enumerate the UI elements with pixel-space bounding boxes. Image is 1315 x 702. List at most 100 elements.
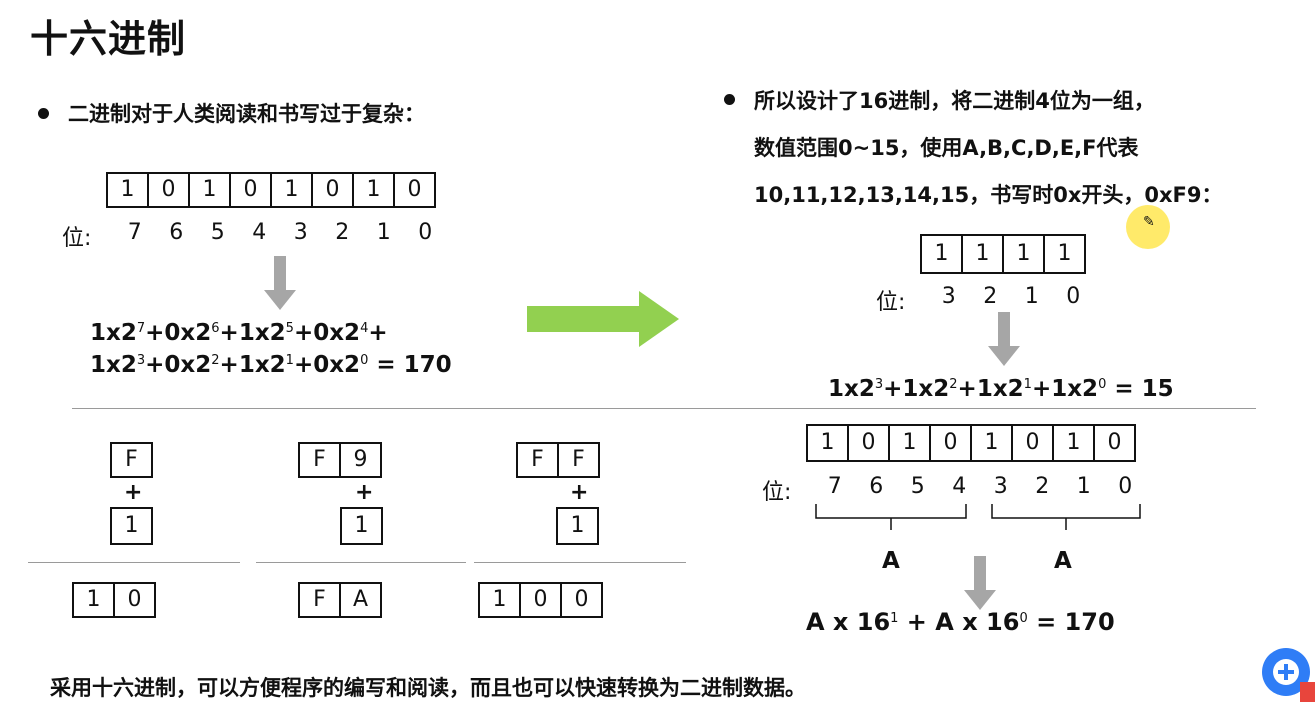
- formula-operator: +: [219, 352, 239, 378]
- formula-coef: 1x2: [238, 352, 286, 378]
- bit-position: 3: [993, 474, 1008, 499]
- formula-exponent: 0: [360, 353, 369, 368]
- hex-digit-box: 9: [339, 442, 382, 478]
- bit-box: 1: [888, 424, 931, 462]
- plus-sign: +: [570, 480, 589, 505]
- formula-coef: 0x2: [313, 320, 361, 346]
- bit-box: 0: [929, 424, 972, 462]
- bit-position: 4: [252, 220, 267, 245]
- formula-exponent: 1: [285, 353, 294, 368]
- bit-box: 1: [106, 172, 149, 208]
- bit-position: 4: [952, 474, 967, 499]
- formula-exponent: 5: [285, 321, 294, 336]
- bit-box: 1: [970, 424, 1013, 462]
- formula-operator: +: [293, 352, 314, 378]
- formula-coef: 1x2: [238, 320, 286, 346]
- formula-exponent: 6: [211, 321, 220, 336]
- formula-coef: 0x2: [164, 352, 212, 378]
- bit-position: 0: [418, 220, 433, 245]
- formula-exponent: 2: [949, 377, 958, 392]
- right-bullet-line-2: 数值范围0~15，使用A,B,C,D,E,F代表: [754, 136, 1139, 160]
- bit-box: 0: [1011, 424, 1054, 462]
- plus-sign: +: [124, 480, 143, 505]
- right-bullet-line-3: 10,11,12,13,14,15，书写时0x开头，0xF9：: [754, 183, 1223, 207]
- position-label: 位:: [876, 290, 906, 315]
- formula-exponent: 7: [136, 321, 146, 336]
- bit-position: 1: [1076, 474, 1091, 499]
- bit-position: 2: [1035, 474, 1050, 499]
- formula-coef: 1x2: [902, 376, 950, 402]
- hex-digit-boxes: F: [110, 442, 153, 478]
- formula-exponent: 0: [1098, 377, 1107, 392]
- hex-digit-box: 1: [478, 582, 521, 618]
- hex-digit-box: F: [516, 442, 559, 478]
- formula-operator: +: [1031, 376, 1052, 402]
- formula-coef: 1x2: [828, 376, 875, 402]
- footer-text: 采用十六进制，可以方便程序的编写和阅读，而且也可以快速转换为二进制数据。: [50, 676, 806, 700]
- formula-line-1: 1x27+0x26+1x25+0x24+: [90, 320, 388, 346]
- formula-operator: +: [293, 320, 314, 346]
- bit-position: 2: [983, 284, 998, 309]
- bit-position: 6: [869, 474, 884, 499]
- bit-position: 7: [127, 220, 142, 245]
- hex-formula-exp1: 1: [890, 611, 899, 626]
- plus-sign: +: [355, 480, 374, 505]
- bit-position: 0: [1118, 474, 1133, 499]
- down-arrow-icon: [264, 256, 296, 310]
- group-brace: [815, 504, 1141, 530]
- formula-line-2: 1x23+0x22+1x21+0x20 = 170: [90, 352, 452, 378]
- bit-box: 1: [806, 424, 849, 462]
- hex-formula-exp2: 0: [1019, 611, 1028, 626]
- bullet-dot: [724, 94, 735, 105]
- formula-operator: +: [219, 320, 239, 346]
- formula-result: = 15: [1106, 376, 1174, 402]
- formula-exponent: 3: [136, 353, 146, 368]
- formula-operator: +: [145, 320, 165, 346]
- bit-box: 1: [961, 234, 1004, 274]
- bit-position: 2: [335, 220, 350, 245]
- bit-box: 0: [393, 172, 436, 208]
- left-bullet-text: 二进制对于人类阅读和书写过于复杂：: [68, 102, 425, 126]
- formula-coef: 1x2: [90, 320, 137, 346]
- bit-box: 0: [847, 424, 890, 462]
- hex-digit-boxes: 1: [556, 507, 599, 545]
- hex-digit-boxes: 1: [340, 507, 383, 545]
- formula-4bit: 1x23+1x22+1x21+1x20 = 15: [828, 376, 1174, 402]
- bullet-dot: [38, 108, 49, 119]
- bit-position: 1: [376, 220, 391, 245]
- addition-line: [256, 562, 466, 563]
- formula-result: = 170: [368, 352, 452, 378]
- bit-box: 1: [1043, 234, 1086, 274]
- formula-exponent: 4: [360, 321, 369, 336]
- app-logo-icon: [1262, 648, 1315, 702]
- hex-digit-box: F: [110, 442, 153, 478]
- bit-position: 6: [169, 220, 184, 245]
- addition-line: [474, 562, 686, 563]
- hex-digit-box: 1: [340, 507, 383, 545]
- addition-line: [28, 562, 240, 563]
- down-arrow-icon: [964, 556, 996, 610]
- bit-position: 3: [941, 284, 956, 309]
- hex-digit-box: 1: [556, 507, 599, 545]
- bit-box: 1: [352, 172, 395, 208]
- hex-formula-result: = 170: [1027, 608, 1115, 636]
- bit-box: 1: [1002, 234, 1045, 274]
- bit-box: 1: [270, 172, 313, 208]
- formula-operator: +: [957, 376, 977, 402]
- cursor-highlight: [1126, 205, 1170, 249]
- hex-digit-box: F: [557, 442, 600, 478]
- hex-formula-part1: A x 16: [806, 608, 891, 636]
- position-label: 位:: [62, 226, 92, 251]
- hex-digit-box: 1: [72, 582, 115, 618]
- hex-digit-box: A: [339, 582, 382, 618]
- bit-position: 1: [1024, 284, 1039, 309]
